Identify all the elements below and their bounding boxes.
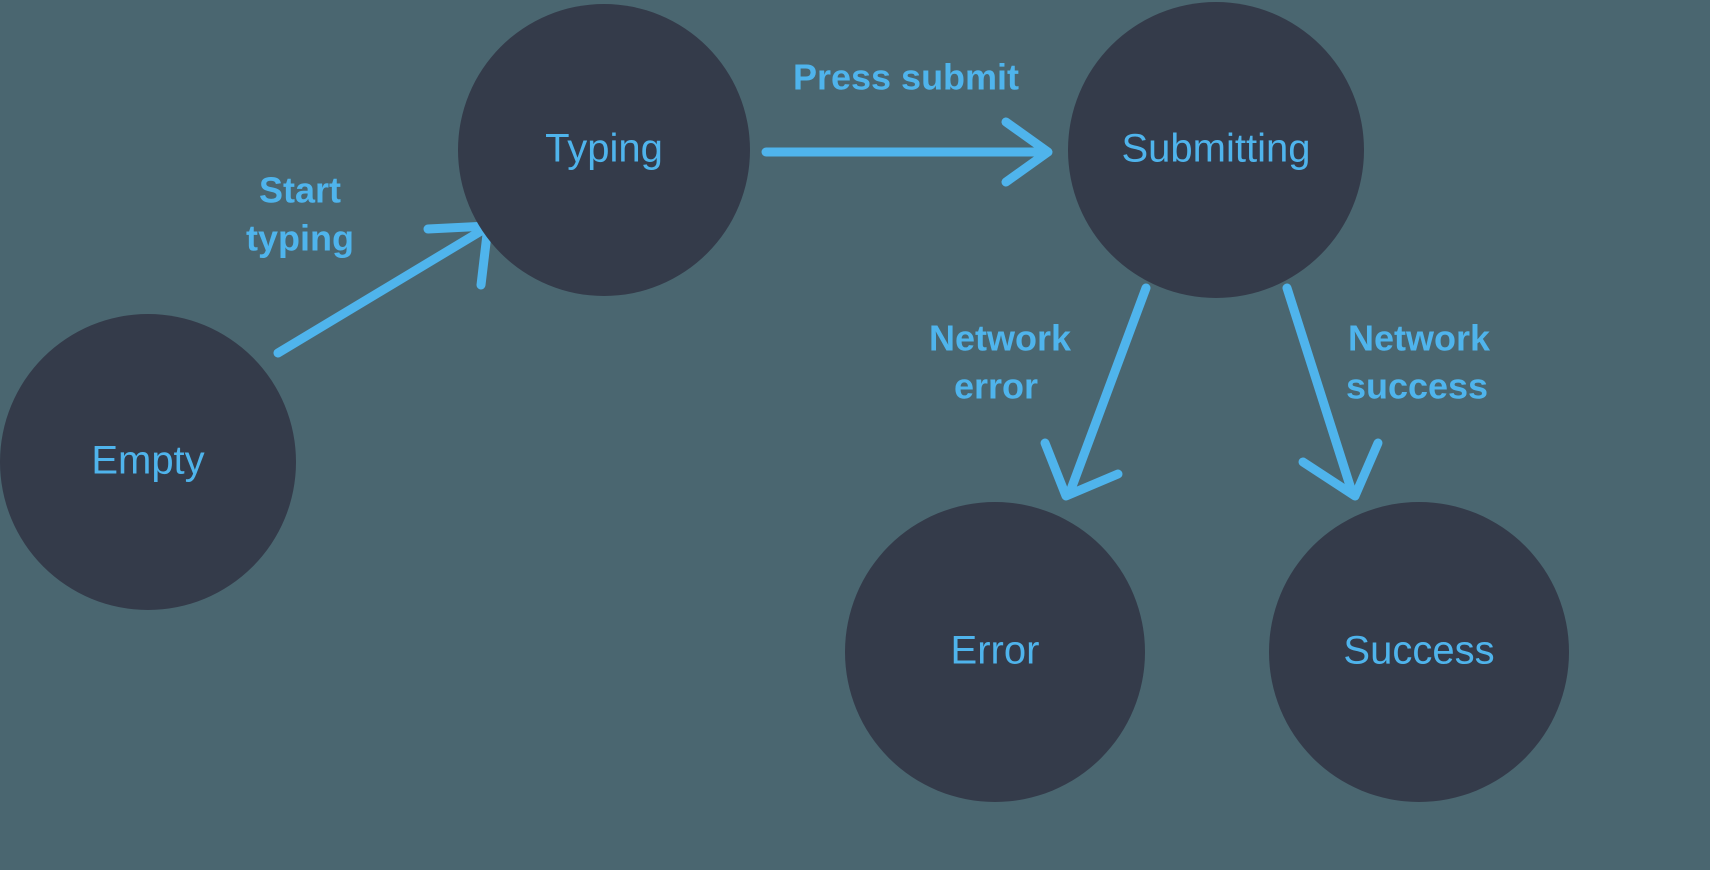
edge-label-press-submit-line1: Press submit: [793, 57, 1019, 98]
state-node-success[interactable]: Success: [1269, 502, 1569, 802]
edge-label-network-error-line1: Network: [929, 318, 1072, 359]
state-node-error-label: Error: [951, 629, 1040, 673]
edge-label-network-success-line1: Network: [1348, 318, 1491, 359]
edge-label-network-success: Network success: [1346, 318, 1491, 407]
edge-typing-to-submitting[interactable]: [761, 117, 1053, 187]
edge-typing-to-submitting-arrowhead: [1001, 117, 1053, 187]
edge-submitting-to-success-line: [1282, 283, 1357, 497]
state-node-error[interactable]: Error: [845, 502, 1145, 802]
state-node-success-label: Success: [1343, 629, 1494, 673]
edge-submitting-to-error-arrowhead: [1040, 438, 1123, 501]
state-node-error-circle: [845, 502, 1145, 802]
edge-label-network-error: Network error: [929, 318, 1072, 407]
state-node-submitting[interactable]: Submitting: [1068, 2, 1364, 298]
state-node-typing-label: Typing: [545, 127, 663, 171]
edge-label-press-submit: Press submit: [793, 57, 1019, 98]
state-node-empty[interactable]: Empty: [0, 314, 296, 610]
state-node-empty-label: Empty: [91, 439, 204, 483]
state-node-typing[interactable]: Typing: [458, 4, 750, 296]
edge-label-start-typing-line1: Start: [259, 170, 341, 211]
edge-submitting-to-success[interactable]: [1282, 283, 1383, 501]
edge-submitting-to-success-arrowhead: [1298, 438, 1383, 501]
edge-empty-to-typing-line: [273, 223, 491, 358]
edge-label-start-typing: Start typing: [246, 170, 354, 259]
edge-submitting-to-error-line: [1065, 283, 1151, 497]
edge-submitting-to-error[interactable]: [1040, 283, 1151, 501]
edge-label-network-success-line2: success: [1346, 366, 1488, 407]
state-node-submitting-circle: [1068, 2, 1364, 298]
edge-label-network-error-line2: error: [954, 366, 1038, 407]
state-node-typing-circle: [458, 4, 750, 296]
edge-label-start-typing-line2: typing: [246, 218, 354, 259]
state-node-submitting-label: Submitting: [1122, 127, 1311, 171]
state-node-success-circle: [1269, 502, 1569, 802]
state-node-empty-circle: [0, 314, 296, 610]
